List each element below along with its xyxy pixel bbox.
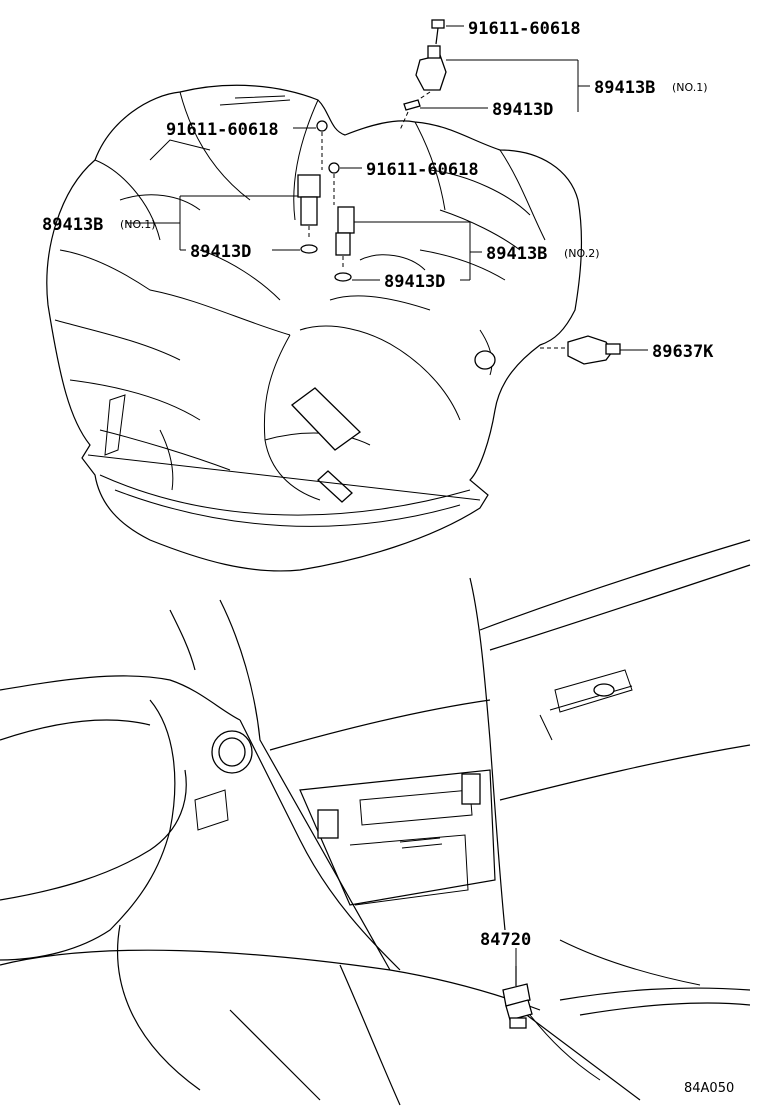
label-oring-no2: 89413D xyxy=(384,272,445,292)
label-oring-left: 89413D xyxy=(190,242,251,262)
leader-lines xyxy=(126,25,648,966)
label-bolt-top: 91611-60618 xyxy=(468,19,581,39)
label-sensor-no2: 89413B xyxy=(486,244,547,264)
label-sensor-no1-top: 89413B xyxy=(594,78,655,98)
oring-left xyxy=(300,244,318,254)
oring-no2 xyxy=(334,272,352,282)
label-switch-side: 89637K xyxy=(652,342,714,362)
sensor-no1-top xyxy=(411,45,447,105)
label-interior-part: 84720 xyxy=(480,930,531,950)
label-sensor-no2-note: (NO.2) xyxy=(564,247,600,260)
sensor-no2 xyxy=(335,206,355,268)
callout-labels: 91611-60618 89413B (NO.1) 89413D 91611-6… xyxy=(42,19,734,1096)
label-oring-top: 89413D xyxy=(492,100,553,120)
figure-code: 84A050 xyxy=(684,1081,734,1096)
vehicle-interior xyxy=(0,539,751,1106)
switch-side xyxy=(540,335,621,365)
bolt-top xyxy=(431,19,445,45)
transmission-assembly xyxy=(46,84,583,572)
bolt-mid xyxy=(328,162,340,205)
interior-part-84720 xyxy=(502,966,533,1029)
bolt-left xyxy=(316,120,328,170)
label-sensor-no1-left-note: (NO.1) xyxy=(120,218,156,231)
label-sensor-no1-top-note: (NO.1) xyxy=(672,81,708,94)
label-sensor-no1-left: 89413B xyxy=(42,215,103,235)
label-bolt-left: 91611-60618 xyxy=(166,120,279,140)
label-bolt-mid: 91611-60618 xyxy=(366,160,479,180)
sensor-no1-left xyxy=(297,174,321,240)
oring-top xyxy=(399,99,421,131)
